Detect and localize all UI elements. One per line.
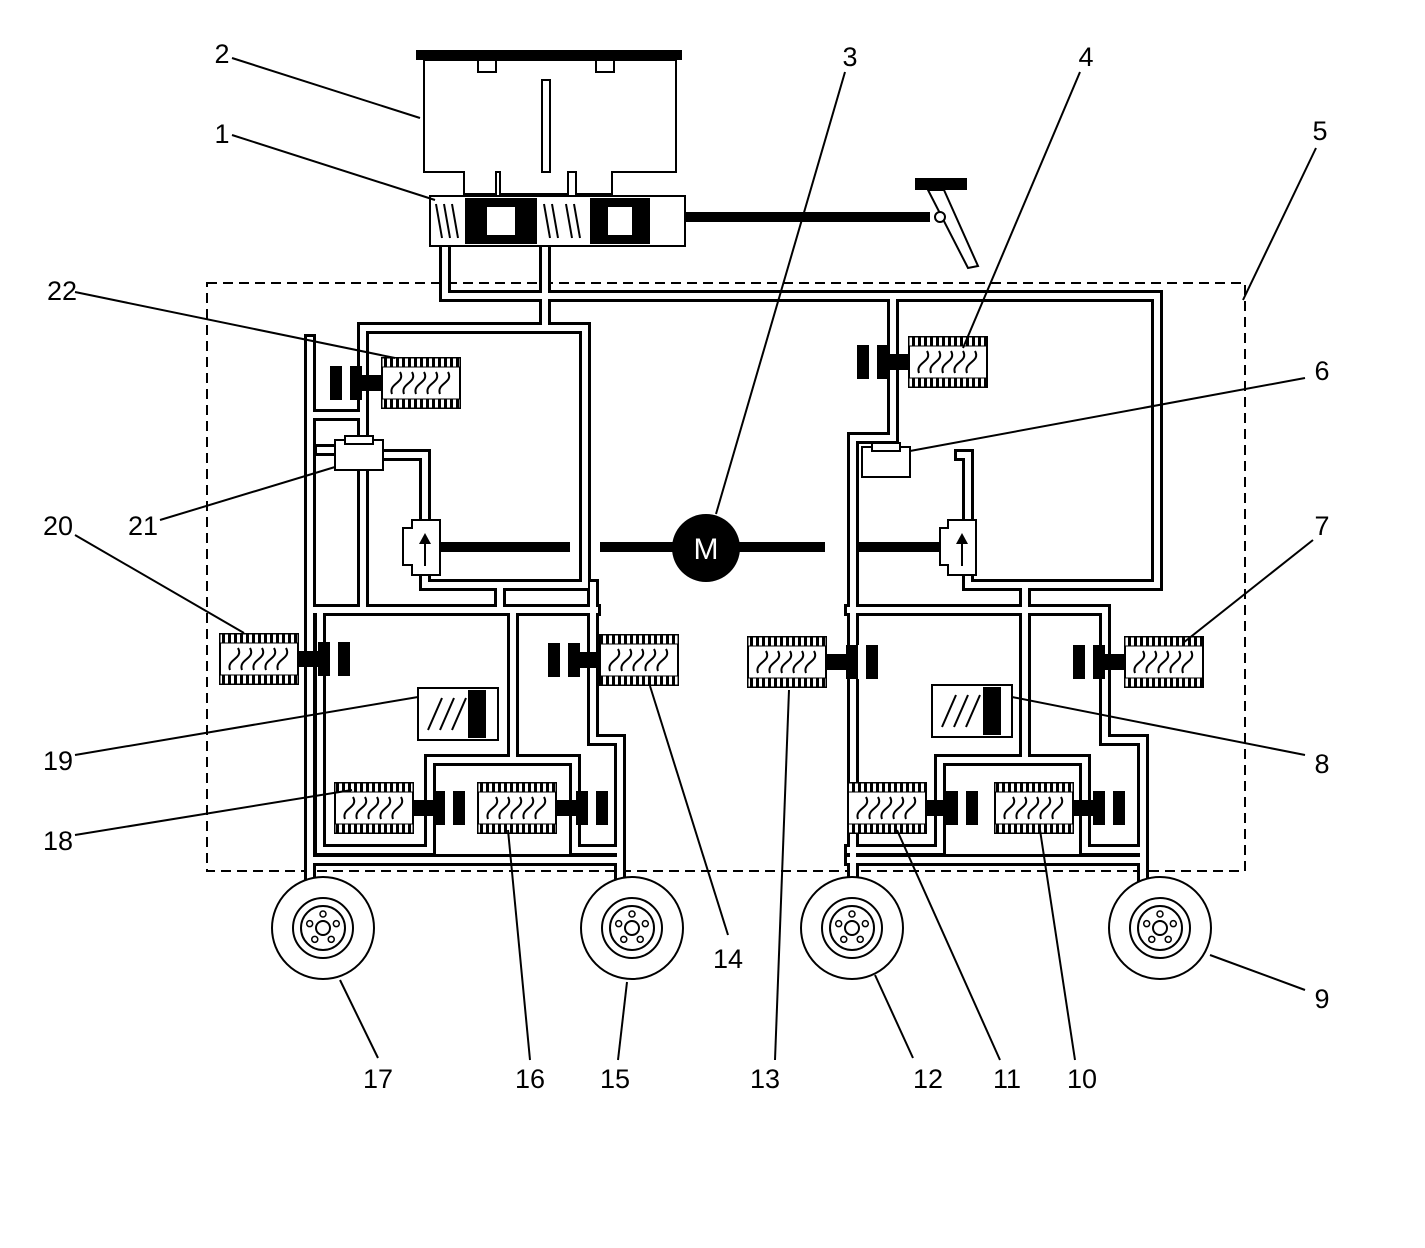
brake-pedal-icon	[915, 178, 980, 270]
callout-15: 15	[600, 1064, 630, 1094]
callout-11: 11	[993, 1064, 1021, 1094]
solenoid-valve-20	[219, 633, 350, 685]
callout-12: 12	[913, 1064, 943, 1094]
wheel-15-brake	[580, 876, 684, 980]
accumulator-left	[417, 687, 499, 741]
callout-10: 10	[1067, 1064, 1097, 1094]
callout-21: 21	[128, 511, 158, 541]
callout-17: 17	[363, 1064, 393, 1094]
callout-9: 9	[1314, 984, 1329, 1014]
prime-valve-right	[861, 442, 911, 478]
brake-fluid-reservoir	[416, 50, 682, 195]
wheel-12-brake	[800, 876, 904, 980]
solenoid-valve-18	[334, 782, 465, 834]
leader-lines	[74, 57, 1317, 1061]
pump-check-valve-right	[939, 519, 977, 576]
solenoid-valve-11	[847, 782, 978, 834]
callout-19: 19	[43, 746, 73, 776]
solenoid-valve-10	[994, 782, 1125, 834]
callout-7: 7	[1314, 511, 1329, 541]
solenoid-valve-14	[548, 634, 679, 686]
solenoid-valve-7	[1073, 636, 1204, 688]
callout-20: 20	[43, 511, 73, 541]
callout-labels: 1 2 3 4 5 6 7 8 9 10 11 12 13 14 15 16 1…	[43, 39, 1330, 1094]
prime-valve-left	[334, 435, 384, 471]
callout-8: 8	[1314, 749, 1329, 779]
callout-18: 18	[43, 826, 73, 856]
solenoid-valve-4	[857, 336, 988, 388]
callout-14: 14	[713, 944, 743, 974]
modulator-boundary	[206, 282, 1246, 872]
callout-16: 16	[515, 1064, 545, 1094]
accumulator-right	[931, 684, 1013, 738]
motor-label: M	[694, 533, 719, 566]
callout-4: 4	[1078, 42, 1093, 72]
callout-6: 6	[1314, 356, 1329, 386]
pump-check-valve-left	[402, 519, 441, 576]
hydraulic-lines	[304, 229, 1163, 886]
wheel-9-brake	[1108, 876, 1212, 980]
callout-3: 3	[842, 42, 857, 72]
callout-2: 2	[214, 39, 229, 69]
wheel-17-brake	[271, 876, 375, 980]
solenoid-valve-13	[747, 636, 878, 688]
callout-22: 22	[47, 276, 77, 306]
callout-1: 1	[214, 119, 229, 149]
callout-5: 5	[1312, 116, 1327, 146]
solenoid-valve-22	[330, 357, 461, 409]
callout-13: 13	[750, 1064, 780, 1094]
pump-motor: M	[440, 514, 940, 582]
master-cylinder	[429, 195, 930, 247]
solenoid-valve-16	[477, 782, 608, 834]
